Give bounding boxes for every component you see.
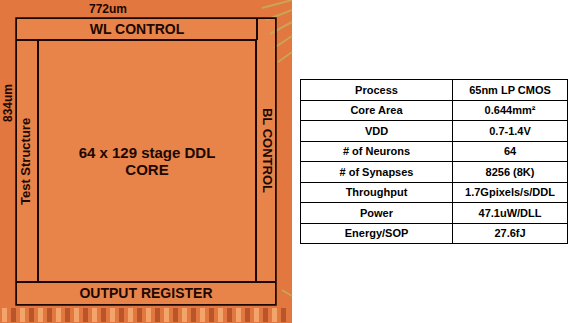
block-label: WL CONTROL [90,21,185,37]
chip-outline [16,18,276,305]
bond-pad [254,308,259,322]
table-value: 27.6fJ [494,227,525,239]
table-cell: 65nm LP CMOS [452,79,568,101]
block-label: BL CONTROL [259,108,274,193]
bond-pad [137,308,142,322]
chip-block: OUTPUT REGISTER [16,282,276,305]
table-cell: Power [300,202,453,224]
block-label: 64 x 129 stage DDL CORE [77,144,217,179]
bond-pad [2,308,7,322]
bond-pad [146,308,151,322]
table-cell: # of Synapses [300,161,453,183]
block-label: OUTPUT REGISTER [79,285,212,301]
table-cell: 64 [452,141,568,163]
bond-pad [272,308,277,322]
table-key: Process [355,84,398,96]
table-cell: Throughput [300,182,453,204]
table-value: 8256 (8K) [486,166,535,178]
table-cell: Core Area [300,100,453,122]
bond-pad [83,308,88,322]
bond-pad [11,308,16,322]
table-value: 0.7-1.4V [489,125,531,137]
bond-pad [182,308,187,322]
table-key: VDD [365,125,388,137]
bond-pad [200,308,205,322]
bond-pad [101,308,106,322]
bond-pad [164,308,169,322]
chip-block: 64 x 129 stage DDL CORE [38,40,256,282]
bond-pad [155,308,160,322]
table-key: Power [360,207,393,219]
table-cell: 8256 (8K) [452,161,568,183]
dimension-label: 834um [1,84,15,122]
table-cell: Process [300,79,453,101]
bond-pad [227,308,232,322]
bond-pad [29,308,34,322]
table-value: 47.1uW/DLL [479,207,542,219]
table-cell: Energy/SOP [300,223,453,245]
table-cell: 1.7Gpixels/s/DDL [452,182,568,204]
bond-pads [2,308,286,322]
bond-pad [20,308,25,322]
table-cell: 0.644mm² [452,100,568,122]
table-value: 0.644mm² [485,104,536,116]
bond-pad [119,308,124,322]
table-cell: 0.7-1.4V [452,120,568,142]
table-value: 65nm LP CMOS [469,84,551,96]
table-cell: 47.1uW/DLL [452,202,568,224]
table-cell: # of Neurons [300,141,453,163]
bond-pad [245,308,250,322]
bond-pad [92,308,97,322]
table-cell: 27.6fJ [452,223,568,245]
bond-pad [47,308,52,322]
table-value: 64 [504,145,516,157]
table-cell: VDD [300,120,453,142]
bond-pad [236,308,241,322]
die-background [0,0,292,323]
table-key: # of Neurons [343,145,410,157]
bond-pad [209,308,214,322]
bond-pad [281,308,286,322]
bond-pad [74,308,79,322]
bond-pad [128,308,133,322]
bond-pad [218,308,223,322]
dimension-label: 772um [89,2,127,16]
table-key: Core Area [350,104,402,116]
chip-block: BL CONTROL [256,18,276,282]
table-value: 1.7Gpixels/s/DDL [465,186,555,198]
block-label: Test Structure [20,117,35,204]
chip-block: WL CONTROL [16,18,258,40]
chip-block: Test Structure [16,40,38,282]
bond-pad [38,308,43,322]
table-key: # of Synapses [340,166,414,178]
table-key: Throughput [346,186,408,198]
bond-pad [173,308,178,322]
bond-pad [56,308,61,322]
bond-pad [110,308,115,322]
bond-pad [263,308,268,322]
bond-pad [65,308,70,322]
table-key: Energy/SOP [345,227,409,239]
bond-pad [191,308,196,322]
chip-core-area [16,18,276,305]
